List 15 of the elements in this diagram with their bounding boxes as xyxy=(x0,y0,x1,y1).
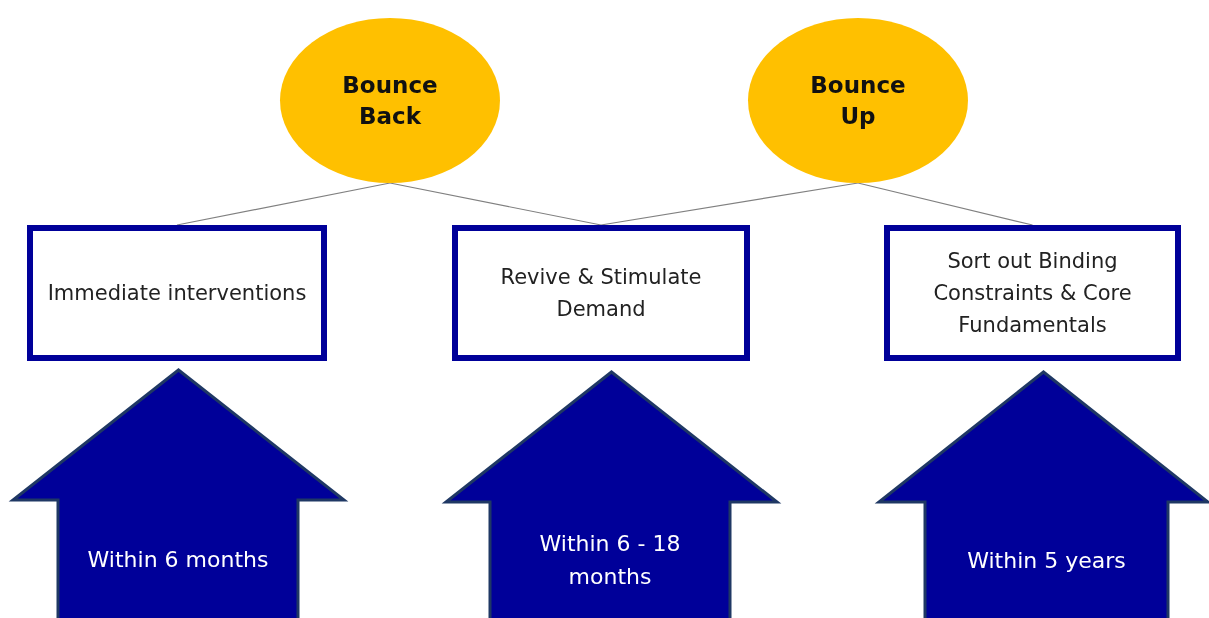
arrow-label: Within 6 months xyxy=(86,545,270,574)
ellipse-label: Bounce Back xyxy=(341,70,439,131)
process-box xyxy=(452,225,750,361)
box-label: Immediate interventions xyxy=(47,280,307,307)
box-label: Revive & Stimulate Demand xyxy=(499,264,703,323)
arrow-label: Within 5 years xyxy=(966,546,1127,575)
process-box xyxy=(884,225,1181,361)
process-box xyxy=(27,225,327,361)
connector-line xyxy=(857,182,1034,226)
ellipse-label: Bounce Up xyxy=(809,70,907,131)
arrow-label: Within 6 - 18 months xyxy=(538,530,682,591)
connector-line xyxy=(600,182,859,226)
box-label: Sort out Binding Constraints & Core Fundamentals xyxy=(932,248,1133,339)
connector-line xyxy=(389,182,602,226)
connector-line xyxy=(176,182,391,226)
